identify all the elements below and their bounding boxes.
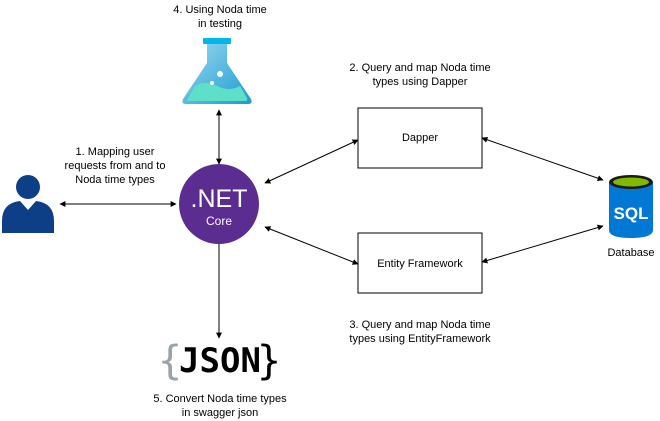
swagger-caption-line: 5. Convert Noda time types xyxy=(153,393,287,405)
arrow-ef-db xyxy=(481,224,604,264)
dapper-node: Dapper xyxy=(357,107,483,169)
json-open-brace: { xyxy=(158,338,182,384)
dapper-query-caption-line: 2. Query and map Noda time xyxy=(349,62,491,74)
database-label: Database xyxy=(607,247,655,259)
ef-query-caption-line: types using EntityFramework xyxy=(349,333,491,345)
mapping-caption-line: Noda time types xyxy=(75,174,155,186)
arrow-dapper-db xyxy=(481,136,604,182)
json-logo: { JSON } xyxy=(158,338,281,384)
ef-query-caption: 3. Query and map Noda time types using E… xyxy=(330,318,510,346)
testing-caption-line: in testing xyxy=(197,18,243,30)
entity-framework-label: Entity Framework xyxy=(377,258,463,270)
dotnet-subtitle: Core xyxy=(206,214,232,228)
dotnet-core-icon: .NET Core xyxy=(179,164,259,244)
swagger-caption: 5. Convert Noda time types in swagger js… xyxy=(140,392,300,420)
mapping-caption-line: 1. Mapping user xyxy=(75,146,155,158)
json-text: JSON xyxy=(179,341,261,381)
user-icon xyxy=(2,175,54,233)
arrow-dotnet-ef xyxy=(264,226,359,265)
dapper-query-caption-line: types using Dapper xyxy=(372,76,468,88)
dotnet-title: .NET xyxy=(191,185,248,213)
mapping-caption: 1. Mapping user requests from and to Nod… xyxy=(55,145,175,187)
testing-caption-line: 4. Using Noda time xyxy=(173,4,267,16)
mapping-caption-line: requests from and to xyxy=(64,160,166,172)
flask-icon xyxy=(182,38,252,104)
testing-caption: 4. Using Noda time in testing xyxy=(160,3,280,31)
sql-label: SQL xyxy=(614,204,649,223)
swagger-caption-line: in swagger json xyxy=(181,407,259,419)
dapper-query-caption: 2. Query and map Noda time types using D… xyxy=(335,61,505,89)
entity-framework-node: Entity Framework xyxy=(357,232,483,294)
ef-query-caption-line: 3. Query and map Noda time xyxy=(349,319,491,331)
dapper-label: Dapper xyxy=(402,132,438,144)
sql-database-icon: SQL xyxy=(609,175,653,238)
json-close-brace: } xyxy=(257,338,281,384)
arrow-dotnet-dapper xyxy=(264,139,359,184)
